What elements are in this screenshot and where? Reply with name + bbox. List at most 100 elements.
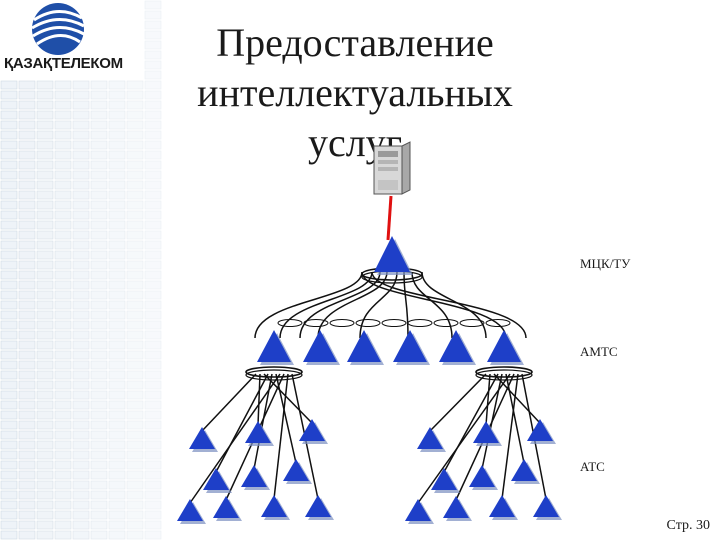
sidebar-grid-cell (72, 530, 90, 540)
sidebar-grid-cell (144, 130, 162, 140)
sidebar-grid-cell (144, 230, 162, 240)
sidebar-grid-cell (36, 250, 54, 260)
left-ats-node (213, 496, 242, 521)
sidebar-grid-cell (126, 240, 144, 250)
server-link (386, 195, 393, 241)
sidebar-grid-cell (36, 370, 54, 380)
sidebar-grid-cell (54, 250, 72, 260)
sidebar-grid-cell (108, 440, 126, 450)
sidebar-grid-cell (144, 200, 162, 210)
sidebar-grid-cell (72, 450, 90, 460)
sidebar-grid-cell (54, 240, 72, 250)
sidebar-grid-cell (72, 90, 90, 100)
right-drop-line (501, 373, 519, 500)
sidebar-grid-cell (18, 310, 36, 320)
sidebar-grid-cell (0, 420, 18, 430)
sidebar-grid-cell (126, 350, 144, 360)
sidebar-grid-cell (18, 330, 36, 340)
sidebar-grid-cell (18, 360, 36, 370)
sidebar-grid-cell (108, 390, 126, 400)
sidebar-grid-cell (54, 100, 72, 110)
sidebar-grid-cell (72, 220, 90, 230)
sidebar-grid-cell (126, 80, 144, 90)
sidebar-grid-cell (18, 470, 36, 480)
sidebar-grid-cell (144, 320, 162, 330)
sidebar-grid-cell (108, 330, 126, 340)
sidebar-grid-cell (36, 180, 54, 190)
sidebar-grid-cell (108, 250, 126, 260)
sidebar-grid-cell (72, 410, 90, 420)
server-drive (378, 160, 398, 164)
sidebar-grid-cell (36, 400, 54, 410)
sidebar-grid-cell (36, 130, 54, 140)
sidebar-grid-cell (144, 260, 162, 270)
sidebar-grid-cell (90, 360, 108, 370)
sidebar-grid-cell (144, 190, 162, 200)
sidebar-grid-cell (108, 370, 126, 380)
sidebar-grid-cell (72, 430, 90, 440)
sidebar-grid-cell (72, 240, 90, 250)
sidebar-grid-cell (18, 420, 36, 430)
sidebar-grid-cell (18, 270, 36, 280)
sidebar-grid-cell (144, 140, 162, 150)
sidebar-grid-cell (18, 200, 36, 210)
triangle-node-icon (189, 427, 215, 449)
sidebar-grid-cell (144, 210, 162, 220)
sidebar-grid-cell (108, 230, 126, 240)
triangle-node-icon (533, 495, 559, 517)
sidebar-grid-cell (36, 230, 54, 240)
amts-node (393, 330, 430, 365)
sidebar-grid-cell (18, 120, 36, 130)
sidebar-grid-cell (0, 200, 18, 210)
sidebar-grid-cell (0, 400, 18, 410)
sidebar-grid-cell (108, 510, 126, 520)
sidebar-grid-cell (126, 170, 144, 180)
sidebar-grid-cell (54, 280, 72, 290)
left-ring-inner (245, 369, 303, 381)
sidebar-grid-cell (144, 20, 162, 30)
sidebar-grid-cell (144, 510, 162, 520)
sidebar-grid-cell (108, 140, 126, 150)
sidebar-grid-cell (90, 140, 108, 150)
sidebar-grid-cell (18, 260, 36, 270)
sidebar-grid-cell (72, 460, 90, 470)
amts-link-ring (433, 319, 459, 327)
sidebar-grid-cell (18, 500, 36, 510)
sidebar-grid-cell (126, 190, 144, 200)
triangle-node-icon (527, 419, 553, 441)
sidebar-grid-cell (72, 290, 90, 300)
sidebar-grid-cell (36, 220, 54, 230)
sidebar-grid-cell (18, 190, 36, 200)
amts-node (347, 330, 384, 365)
sidebar-grid-cell (36, 320, 54, 330)
sidebar-grid-cell (0, 390, 18, 400)
right-drop-line (429, 373, 487, 432)
right-ats-node (489, 495, 518, 520)
sidebar-grid-cell (36, 190, 54, 200)
sidebar-grid-cell (0, 460, 18, 470)
sidebar-grid-cell (90, 100, 108, 110)
sidebar-grid-cell (144, 80, 162, 90)
sidebar-grid-cell (90, 370, 108, 380)
triangle-node-icon (245, 421, 271, 443)
sidebar-grid-cell (90, 510, 108, 520)
sidebar-grid-cell (90, 410, 108, 420)
sidebar-grid-cell (36, 520, 54, 530)
sidebar-grid-cell (72, 380, 90, 390)
sidebar-grid-cell (144, 530, 162, 540)
sidebar-grid-cell (18, 280, 36, 290)
sidebar-grid-cell (36, 150, 54, 160)
sidebar-grid-cell (144, 150, 162, 160)
sidebar-grid-cell (126, 200, 144, 210)
sidebar-grid-cell (0, 250, 18, 260)
sidebar-grid-cell (126, 390, 144, 400)
sidebar-grid-cell (90, 500, 108, 510)
sidebar-grid-cell (36, 480, 54, 490)
sidebar-grid-cell (18, 160, 36, 170)
sidebar-grid-cell (90, 190, 108, 200)
sidebar-grid-cell (54, 300, 72, 310)
sidebar-grid-cell (0, 190, 18, 200)
left-drop-line (275, 373, 297, 464)
sidebar-grid-cell (126, 210, 144, 220)
sidebar-grid-cell (126, 230, 144, 240)
